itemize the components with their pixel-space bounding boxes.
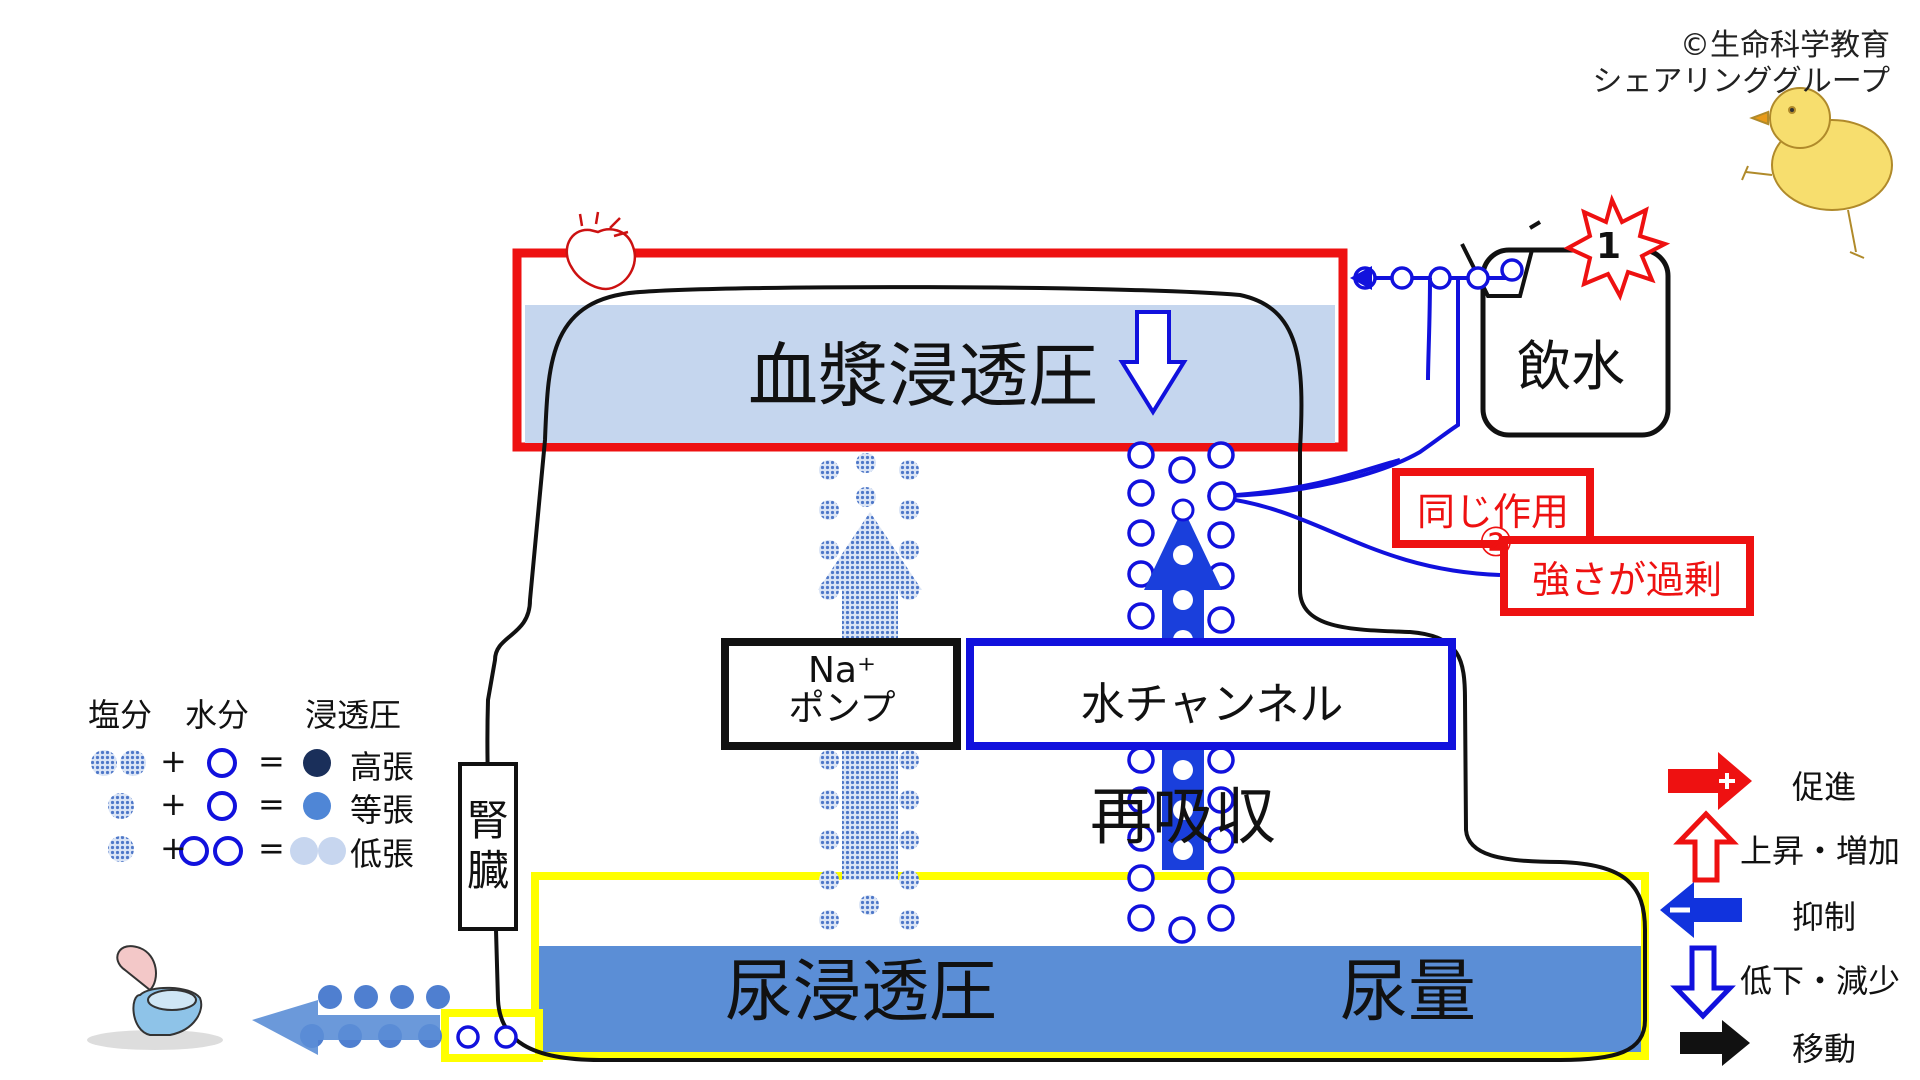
legend-header-osmotic: 浸透圧 — [305, 696, 402, 734]
legend-equals-3: = — [258, 829, 285, 867]
heart-icon — [565, 211, 637, 291]
legend-plus-1: + — [160, 742, 187, 780]
blue-down-arrow-icon — [1670, 945, 1736, 1020]
urine-outlet-dots — [456, 1025, 518, 1049]
legend-right-icons — [1660, 752, 1752, 1066]
blue-minus-arrow-icon — [1660, 882, 1742, 938]
kidney-box — [458, 762, 518, 931]
na-pump-label: Na⁺ ポンプ — [729, 652, 955, 728]
copyright-line1: ©生命科学教育 — [1680, 28, 1890, 63]
black-arrow-icon — [1680, 1020, 1750, 1066]
legend-result-1: 高張 — [350, 748, 415, 786]
red-up-arrow-icon — [1673, 810, 1739, 883]
water-channel-label: 水チャンネル — [1080, 679, 1344, 730]
red-plus-arrow-icon — [1668, 752, 1752, 810]
callout-connectors — [1219, 277, 1501, 577]
water-channel-box — [966, 638, 1456, 750]
drinking-water-label: 飲水 — [1517, 335, 1625, 398]
urine-outflow-arrow — [252, 1000, 440, 1055]
legend-plus-2: + — [160, 785, 187, 823]
reabsorption-label: 再吸収 — [1090, 780, 1277, 853]
urine-fill — [539, 946, 1641, 1052]
starburst-icon — [1563, 194, 1671, 301]
plasma-osmotic-pressure-label: 血漿浸透圧 — [748, 335, 1098, 417]
urine-volume-label: 尿量 — [1340, 953, 1477, 1032]
legend-result-2: 等張 — [350, 791, 415, 829]
legend-left-dots — [91, 748, 346, 866]
connector-dot — [1207, 481, 1237, 511]
na-pump-box — [721, 638, 961, 750]
kidney-outline — [485, 285, 1647, 1062]
legend-result-3: 低張 — [350, 835, 415, 873]
na-pump-line2: ポンプ — [788, 688, 896, 729]
toilet-icon — [87, 945, 223, 1050]
same-action-callout: 同じ作用 — [1392, 468, 1594, 548]
badge-2: ② — [1478, 520, 1514, 566]
urine-outlet — [441, 1009, 543, 1062]
legend-decrease: 低下・減少 — [1740, 962, 1901, 1000]
legend-inhibit: 抑制 — [1792, 898, 1857, 936]
plasma-down-arrow — [1118, 310, 1188, 416]
water-arrow-tip-dot — [1171, 498, 1195, 522]
excess-strength-callout: 強さが過剰 — [1500, 536, 1754, 616]
excess-strength-label: 強さが過剰 — [1531, 557, 1722, 602]
badge-1: 1 — [1596, 226, 1622, 267]
same-action-label: 同じ作用 — [1416, 489, 1569, 534]
legend-promote: 促進 — [1792, 768, 1857, 806]
legend-header-salt: 塩分 — [88, 696, 153, 734]
urine-osmotic-pressure-label: 尿浸透圧 — [725, 953, 998, 1032]
copyright: ©生命科学教育 シェアリンググループ — [1592, 28, 1890, 100]
legend-plus-3: + — [160, 829, 187, 867]
salt-dot-column — [819, 453, 919, 930]
kidney-label: 腎臓 — [466, 796, 509, 895]
na-pump-line1: Na⁺ — [808, 650, 876, 691]
legend-equals-2: = — [258, 785, 285, 823]
water-intake-arrowhead — [1350, 266, 1372, 290]
legend-move: 移動 — [1792, 1030, 1857, 1068]
chick-icon — [1741, 87, 1893, 259]
copyright-line2: シェアリンググループ — [1592, 64, 1890, 99]
legend-equals-1: = — [258, 742, 285, 780]
plasma-fill — [525, 305, 1335, 443]
legend-header-water: 水分 — [185, 696, 250, 734]
legend-increase: 上昇・増加 — [1740, 832, 1901, 870]
